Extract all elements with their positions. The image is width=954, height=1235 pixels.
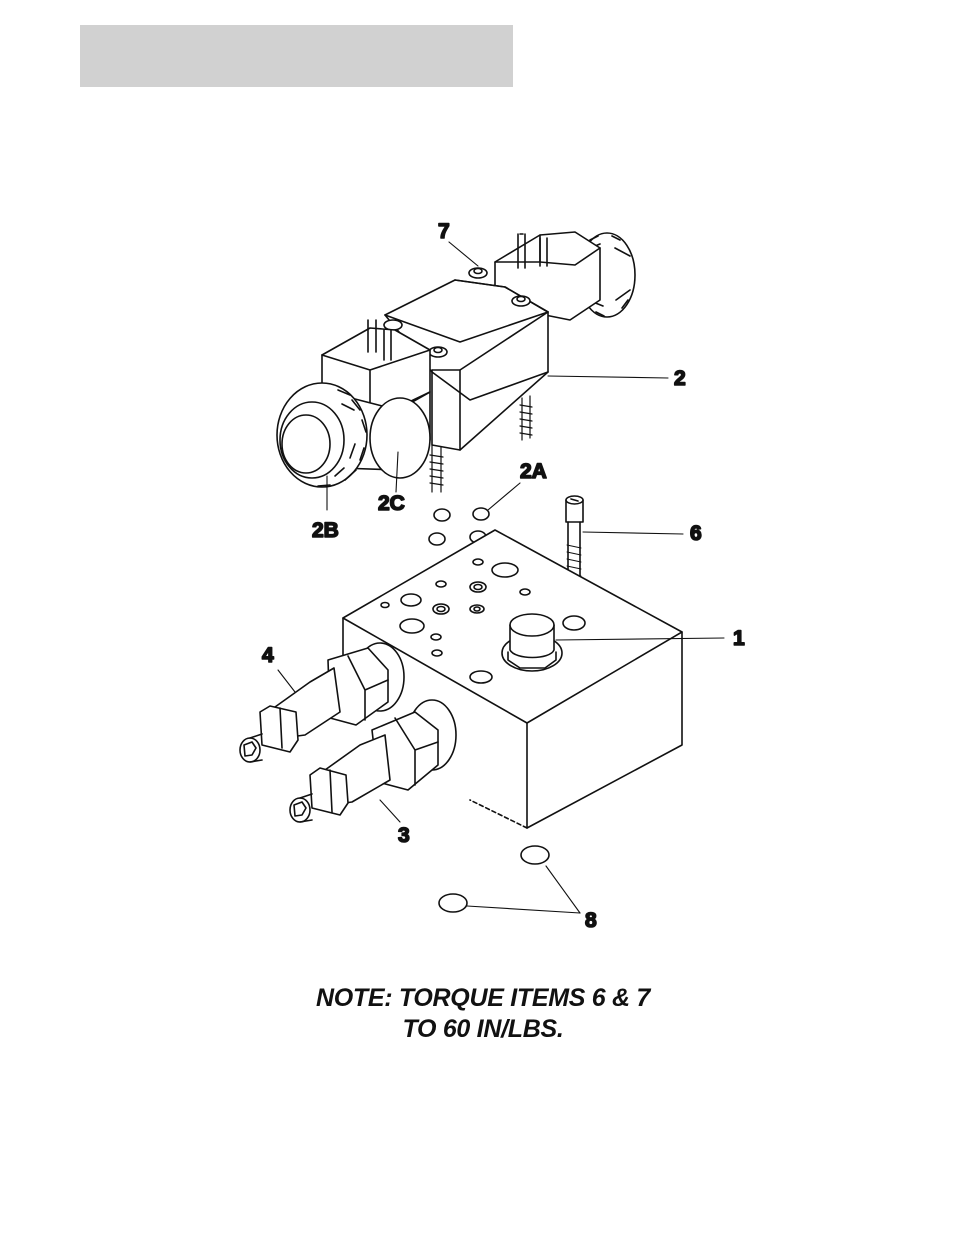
callout-2c: 2C (378, 492, 405, 515)
callout-6: 6 (690, 522, 702, 545)
callout-2a: 2A (520, 460, 547, 483)
callout-2b: 2B (312, 519, 339, 542)
callout-8: 8 (585, 909, 597, 932)
solenoid-valve (277, 232, 635, 492)
callout-7: 7 (438, 220, 450, 243)
callout-4: 4 (262, 644, 274, 667)
o-rings-8 (439, 846, 549, 912)
callout-2: 2 (674, 367, 686, 390)
callout-3: 3 (398, 824, 410, 847)
torque-note-line-1: NOTE: TORQUE ITEMS 6 & 7 (0, 983, 954, 1014)
torque-note-line-2: TO 60 IN/LBS. (0, 1014, 954, 1045)
callout-1: 1 (733, 627, 745, 650)
torque-note: NOTE: TORQUE ITEMS 6 & 7 TO 60 IN/LBS. (0, 983, 954, 1045)
